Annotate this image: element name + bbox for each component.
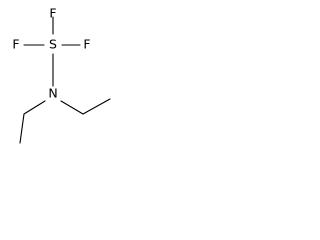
- atom-nitrogen: N: [48, 86, 57, 101]
- bond-ethyl-right-ch2-ch3: [82, 98, 111, 115]
- bond-ethyl-left-ch2-ch3: [19, 113, 25, 144]
- atom-fluorine-top: F: [49, 6, 56, 21]
- bond-n-ethyl-left-ch2: [23, 100, 46, 115]
- atom-sulfur: S: [49, 37, 57, 52]
- chemical-structure-diagram: F F S F N: [12, 6, 111, 144]
- atom-fluorine-right: F: [83, 37, 90, 52]
- bond-n-ethyl-right-ch2: [60, 100, 84, 115]
- atom-fluorine-left: F: [12, 37, 19, 52]
